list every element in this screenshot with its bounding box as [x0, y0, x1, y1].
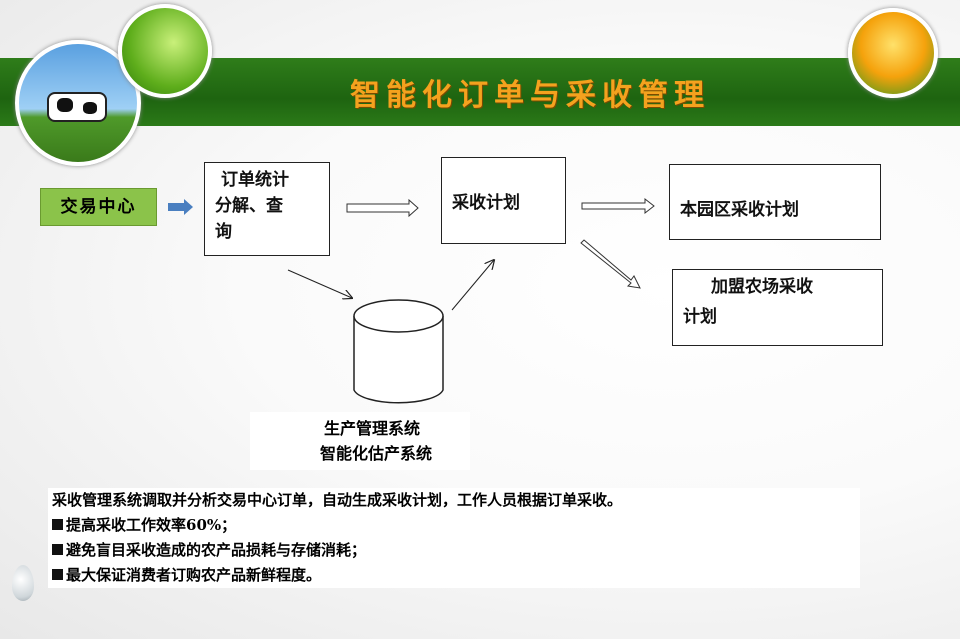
summary-intro: 采收管理系统调取并分析交易中心订单，自动生成采收计划，工作人员根据订单采收。: [52, 491, 623, 509]
page-title: 智能化订单与采收管理: [350, 78, 710, 113]
flower-photo: [848, 8, 938, 98]
arrow-order-to-plan: [346, 198, 419, 218]
farm-plan-line-2: 计划: [683, 307, 717, 327]
bullet-square-icon: [52, 544, 63, 555]
water-drop-icon: [12, 565, 34, 601]
arrow-plan-to-farm: [580, 239, 641, 289]
db-label-line-2: 智能化估产系统: [320, 444, 433, 463]
park-plan-label: 本园区采收计划: [680, 200, 799, 220]
db-label-line-1: 生产管理系统: [324, 419, 421, 438]
order-line-1: 订单统计: [221, 170, 289, 190]
summary-bullet: 最大保证消费者订购农产品新鲜程度。: [52, 563, 860, 588]
summary-bullet: 提高采收工作效率60%；: [52, 513, 860, 538]
arrow-trade-to-order: [168, 199, 193, 215]
database-label: 生产管理系统 智能化估产系统: [250, 412, 470, 470]
bullet-text: 最大保证消费者订购农产品新鲜程度。: [66, 566, 322, 584]
arrow-plan-to-park: [581, 197, 655, 215]
bullet-square-icon: [52, 569, 63, 580]
bullet-text: 避免盲目采收造成的农产品损耗与存储消耗；: [66, 541, 367, 559]
farm-plan-box: 加盟农场采收 计划: [672, 269, 883, 346]
order-line-3: 询: [215, 222, 232, 242]
summary-bullet: 避免盲目采收造成的农产品损耗与存储消耗；: [52, 538, 860, 563]
order-line-2: 分解、查: [215, 196, 283, 216]
summary-text: 采收管理系统调取并分析交易中心订单，自动生成采收计划，工作人员根据订单采收。 提…: [48, 488, 860, 588]
harvest-plan-label: 采收计划: [452, 193, 520, 213]
park-plan-box: 本园区采收计划: [669, 164, 881, 240]
arrow-db-to-plan: [451, 260, 494, 311]
arrow-order-to-db: [287, 269, 352, 298]
database-cylinder-icon: [353, 299, 444, 404]
order-stats-box: 订单统计 分解、查 询: [204, 162, 330, 256]
cow-photo: [15, 40, 141, 166]
farm-plan-line-1: 加盟农场采收: [711, 277, 813, 297]
leaf-photo: [118, 4, 212, 98]
bullet-square-icon: [52, 519, 63, 530]
bullet-text: 提高采收工作效率60%；: [66, 516, 237, 534]
trade-center-box: 交易中心: [40, 188, 157, 226]
harvest-plan-box: 采收计划: [441, 157, 566, 244]
